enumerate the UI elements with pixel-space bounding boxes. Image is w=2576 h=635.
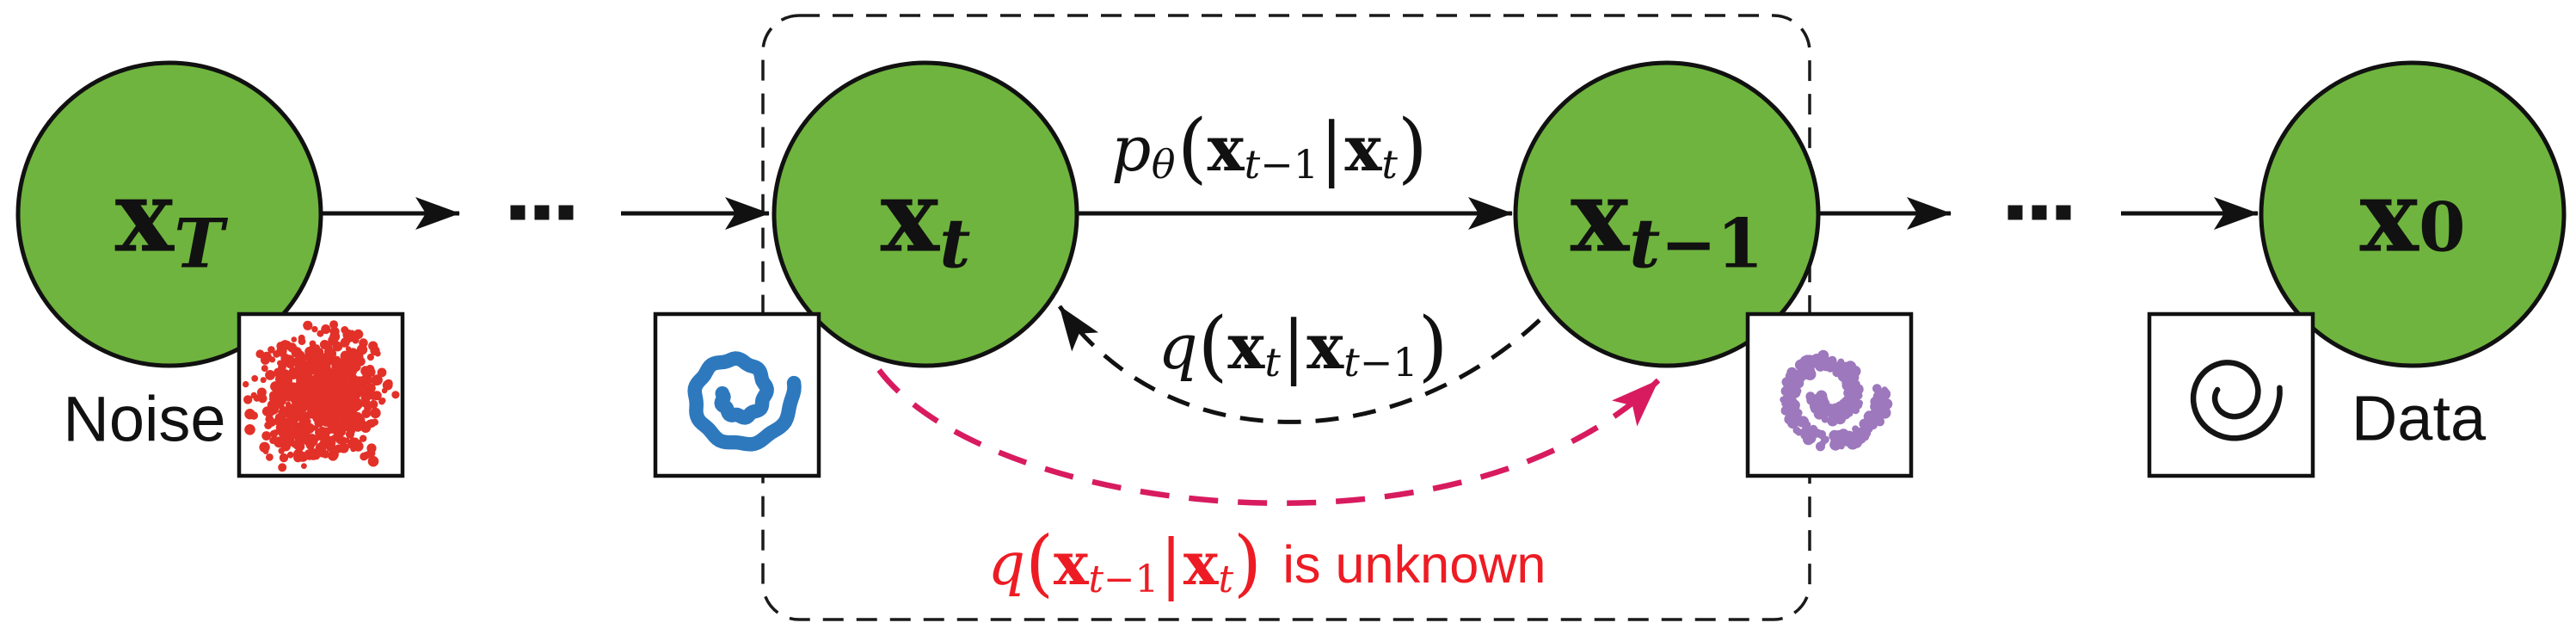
spiral-data-box [2147,311,2315,478]
eq-q-unknown: q ( x t−1 | x t ) is unknown [987,517,1546,605]
q-unknown-dashed-arrow [876,368,1661,507]
spiral-data-icon [2190,360,2283,441]
eq-q-bar: | [1282,306,1306,388]
noise-caption: Noise [63,383,226,455]
noise-scatter-icon [243,320,400,472]
spiral-blue-icon [687,351,802,452]
ellipsis-left [510,205,574,220]
eq-q-arg2-sub-rest: −1 [1359,339,1418,386]
eq-q-arg2-sub: t [1343,339,1360,386]
eq-p-open: ( [1177,103,1208,194]
eq-p-arg1-sub: t [1244,141,1261,188]
eq-p-arg2: x [1344,112,1382,185]
xt1-sub: t [1629,205,1661,284]
node-xt-label: x t [880,158,971,284]
eq-p-theta-sub: θ [1151,141,1176,188]
eq-q-close: ) [1417,301,1448,391]
eq-q-forward: q ( x t | x t−1 ) [1158,298,1448,391]
eq-p-theta: p θ ( x t−1 | x t ) [1111,100,1428,193]
node-xt-circle [772,60,1079,368]
eq-p-arg1: x [1207,112,1245,185]
eq-p-arg1-sub-rest: −1 [1260,141,1319,188]
eq-q-arg2: x [1306,310,1344,383]
x0-sub-rest: 0 [2419,188,2466,268]
eq-p-fn: p [1111,113,1152,185]
node-xt1-label: x t−1 [1570,158,1764,284]
q-forward-dashed-arrow [1057,305,1541,424]
eq-unk-bar: | [1159,525,1183,602]
xT-base: x [114,158,175,275]
node-xT-label: x T [114,158,224,284]
eq-unk-open: ( [1025,521,1054,606]
eq-q-arg1-sub: t [1264,339,1281,386]
x0-base: x [2359,158,2419,275]
data-caption: Data [2351,382,2487,454]
eq-q-arg1: x [1227,310,1265,383]
node-x0-label: x 0 [2360,159,2466,275]
eq-unk-arg2: x [1183,530,1219,599]
xt-sub: t [939,205,971,284]
eq-unk-arg2-sub: t [1218,558,1233,601]
node-xt1-circle [1513,60,1821,368]
xT-sub: T [174,205,224,284]
eq-unk-arg1-sub: t [1088,558,1104,601]
eq-unk-suffix: is unknown [1282,534,1546,594]
xt1-sub-rest: −1 [1660,205,1764,284]
xt-base: x [880,158,940,275]
xt1-base: x [1570,158,1630,275]
eq-unk-fn: q [987,531,1026,599]
eq-p-bar: | [1319,108,1343,190]
node-xT-circle [15,60,323,368]
markov-window-dashed-boundary [761,14,1811,621]
eq-unk-close: ) [1233,521,1262,606]
eq-p-arg2-sub: t [1381,141,1398,188]
eq-p-close: ) [1397,103,1428,194]
ellipsis-right [2007,205,2071,220]
spiral-purple-icon [1780,349,1893,452]
eq-q-open: ( [1197,301,1228,391]
eq-unk-arg1-sub-rest: −1 [1104,558,1159,601]
node-x0-circle [2259,60,2567,368]
eq-unk-arg1: x [1053,530,1089,599]
eq-q-fn: q [1158,311,1198,383]
